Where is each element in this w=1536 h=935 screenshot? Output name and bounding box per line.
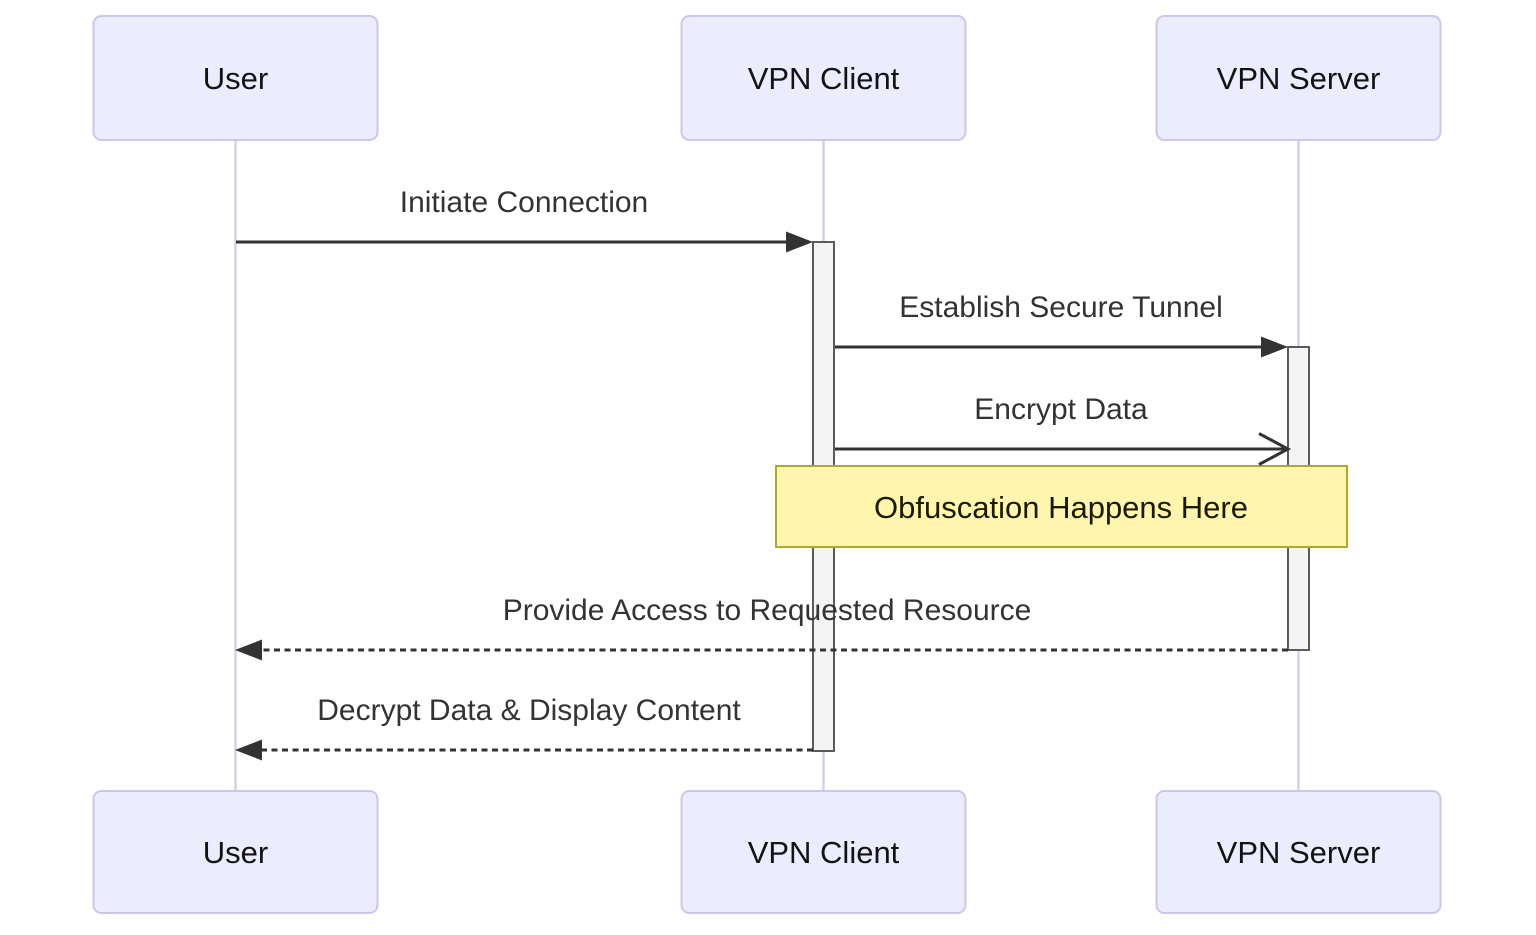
message-provide-access: Provide Access to Requested Resource bbox=[235, 594, 1288, 661]
arrowhead-filled-left bbox=[235, 639, 262, 661]
actor-box bbox=[1155, 15, 1442, 141]
actor-box bbox=[92, 790, 379, 914]
message-label: Initiate Connection bbox=[400, 186, 649, 219]
message-establish-secure-tunnel: Establish Secure Tunnel bbox=[835, 291, 1288, 358]
message-label: Encrypt Data bbox=[974, 393, 1148, 426]
actor-top-vpn-client: VPN Client bbox=[680, 15, 967, 141]
actor-label: User bbox=[203, 61, 268, 96]
actor-box bbox=[680, 15, 967, 141]
actor-box bbox=[680, 790, 967, 914]
actor-box bbox=[1155, 790, 1442, 914]
arrowhead-filled-right bbox=[786, 231, 813, 253]
actor-top-user: User bbox=[92, 15, 379, 141]
arrowhead-filled-left bbox=[235, 739, 262, 761]
message-decrypt-display: Decrypt Data & Display Content bbox=[235, 694, 813, 761]
actor-bottom-vpn-server: VPN Server bbox=[1155, 790, 1442, 914]
note-label: Obfuscation Happens Here bbox=[874, 490, 1248, 525]
message-initiate-connection: Initiate Connection bbox=[236, 186, 813, 253]
actor-label: VPN Client bbox=[748, 835, 900, 870]
actor-label: VPN Client bbox=[748, 61, 900, 96]
message-encrypt-data: Encrypt Data bbox=[835, 393, 1292, 466]
actor-label: VPN Server bbox=[1217, 835, 1381, 870]
arrowhead-open-right bbox=[1258, 432, 1292, 466]
actor-top-vpn-server: VPN Server bbox=[1155, 15, 1442, 141]
actor-box bbox=[92, 15, 379, 141]
message-label: Provide Access to Requested Resource bbox=[503, 594, 1032, 627]
arrowhead-filled-right bbox=[1261, 336, 1288, 358]
message-label: Establish Secure Tunnel bbox=[899, 291, 1223, 324]
message-label: Decrypt Data & Display Content bbox=[317, 694, 741, 727]
note-box bbox=[775, 465, 1348, 548]
actor-bottom-vpn-client: VPN Client bbox=[680, 790, 967, 914]
actor-label: VPN Server bbox=[1217, 61, 1381, 96]
actor-label: User bbox=[203, 835, 268, 870]
actor-bottom-user: User bbox=[92, 790, 379, 914]
note-obfuscation: Obfuscation Happens Here bbox=[775, 465, 1348, 548]
